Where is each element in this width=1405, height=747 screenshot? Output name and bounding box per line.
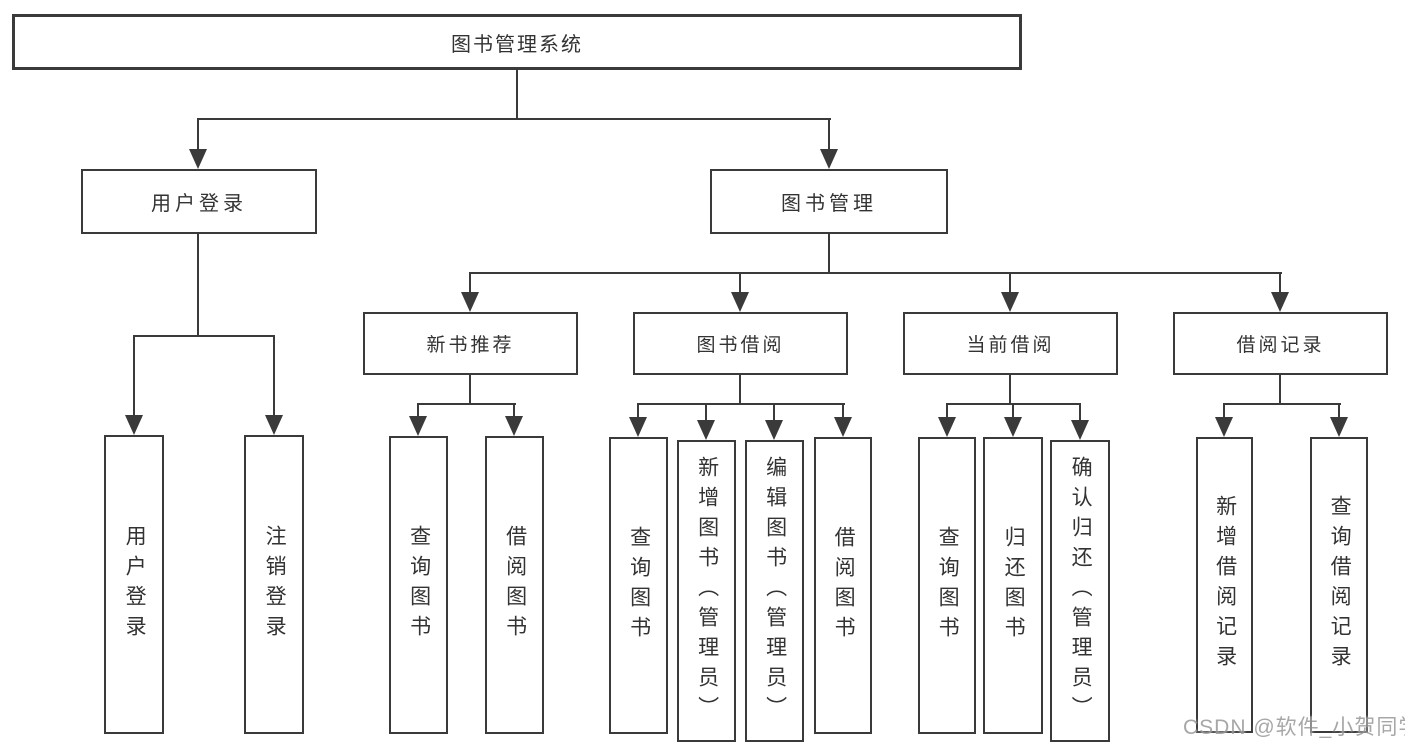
connector-line (637, 403, 639, 417)
arrow-down-icon (189, 149, 207, 169)
node-library-system: 图书管理系统 (12, 14, 1022, 70)
connector-line (469, 272, 471, 292)
arrow-down-icon (697, 420, 715, 440)
connector-line (197, 118, 831, 120)
connector-line (133, 335, 135, 415)
leaf-edit-books-admin: 编辑图书（管理员） (745, 440, 804, 742)
leaf-user-login: 用户登录 (104, 435, 164, 734)
node-borrow-records-label: 借阅记录 (1236, 335, 1325, 356)
connector-line (1079, 403, 1081, 421)
leaf-query-borrow-record-label: 查询借阅记录 (1328, 495, 1352, 675)
arrow-down-icon (1215, 417, 1233, 437)
node-new-book-recommend-label: 新书推荐 (426, 335, 515, 356)
arrow-down-icon (265, 415, 283, 435)
connector-line (513, 403, 515, 417)
leaf-user-login-label: 用户登录 (123, 524, 147, 645)
connector-line (1279, 375, 1281, 405)
arrow-down-icon (834, 417, 852, 437)
leaf-return-books: 归还图书 (983, 437, 1043, 734)
node-book-management-label: 图书管理 (781, 193, 877, 215)
arrow-down-icon (505, 416, 523, 436)
connector-line (1009, 272, 1011, 292)
connector-line (637, 403, 845, 405)
leaf-borrow-books-recommend-label: 借阅图书 (503, 525, 527, 645)
connector-line (773, 403, 775, 421)
leaf-query-books-recommend: 查询图书 (389, 436, 448, 734)
node-current-borrowing-label: 当前借阅 (966, 335, 1055, 356)
connector-line (469, 272, 1282, 274)
leaf-borrow-books-label: 借阅图书 (832, 525, 856, 646)
leaf-logout: 注销登录 (244, 435, 304, 734)
connector-line (739, 272, 741, 292)
arrow-down-icon (1004, 417, 1022, 437)
arrow-down-icon (1330, 417, 1348, 437)
leaf-query-books-borrowing-label: 查询图书 (627, 525, 651, 646)
arrow-down-icon (461, 292, 479, 312)
leaf-query-books-recommend-label: 查询图书 (407, 525, 431, 645)
connector-line (273, 335, 275, 415)
connector-line (469, 375, 471, 405)
connector-line (133, 335, 275, 337)
arrow-down-icon (765, 420, 783, 440)
connector-line (1012, 403, 1014, 417)
node-new-book-recommend: 新书推荐 (363, 312, 578, 375)
connector-line (197, 118, 199, 153)
node-book-borrowing: 图书借阅 (633, 312, 848, 375)
leaf-add-books-admin: 新增图书（管理员） (677, 440, 736, 742)
connector-line (1009, 375, 1011, 405)
arrow-down-icon (1071, 420, 1089, 440)
leaf-query-borrow-record: 查询借阅记录 (1310, 437, 1368, 733)
node-book-borrowing-label: 图书借阅 (696, 335, 785, 356)
leaf-confirm-return-admin: 确认归还（管理员） (1050, 440, 1110, 742)
node-library-system-label: 图书管理系统 (451, 33, 583, 56)
leaf-query-books-current: 查询图书 (918, 437, 976, 734)
arrow-down-icon (1001, 292, 1019, 312)
connector-line (1223, 403, 1341, 405)
node-user-login: 用户登录 (81, 169, 317, 234)
node-borrow-records: 借阅记录 (1173, 312, 1388, 375)
connector-line (739, 375, 741, 405)
leaf-add-borrow-record: 新增借阅记录 (1196, 437, 1253, 733)
arrow-down-icon (938, 417, 956, 437)
connector-line (1338, 403, 1340, 417)
arrow-down-icon (731, 292, 749, 312)
node-current-borrowing: 当前借阅 (903, 312, 1118, 375)
arrow-down-icon (820, 149, 838, 169)
connector-line (516, 70, 518, 119)
connector-line (1223, 403, 1225, 417)
arrow-down-icon (125, 415, 143, 435)
connector-line (946, 403, 948, 417)
connector-line (828, 118, 830, 153)
connector-line (828, 234, 830, 273)
arrow-down-icon (1271, 292, 1289, 312)
leaf-confirm-return-admin-label: 确认归还（管理员） (1069, 456, 1093, 726)
node-user-login-label: 用户登录 (151, 193, 247, 215)
connector-line (417, 403, 516, 405)
leaf-logout-label: 注销登录 (263, 524, 287, 645)
arrow-down-icon (629, 417, 647, 437)
leaf-borrow-books: 借阅图书 (814, 437, 872, 734)
watermark: CSDN @软件_小贺同学 (1183, 716, 1405, 739)
leaf-edit-books-admin-label: 编辑图书（管理员） (763, 456, 787, 726)
leaf-borrow-books-recommend: 借阅图书 (485, 436, 544, 734)
leaf-add-books-admin-label: 新增图书（管理员） (695, 456, 719, 726)
leaf-query-books-borrowing: 查询图书 (609, 437, 668, 734)
connector-line (417, 403, 419, 417)
leaf-query-books-current-label: 查询图书 (936, 525, 960, 646)
connector-line (705, 403, 707, 421)
connector-line (1279, 272, 1281, 292)
connector-line (842, 403, 844, 417)
connector-line (197, 234, 199, 337)
arrow-down-icon (409, 416, 427, 436)
leaf-add-borrow-record-label: 新增借阅记录 (1213, 495, 1237, 675)
node-book-management: 图书管理 (710, 169, 948, 234)
leaf-return-books-label: 归还图书 (1002, 525, 1026, 646)
